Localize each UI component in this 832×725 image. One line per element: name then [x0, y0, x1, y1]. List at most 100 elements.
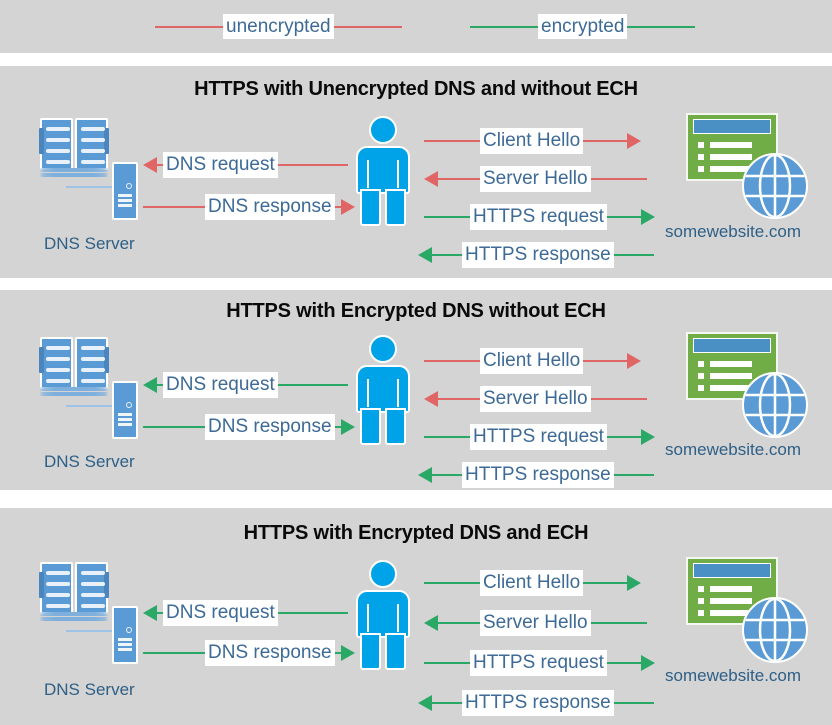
- message-label: DNS response: [205, 194, 335, 220]
- server-tower-icon: [112, 162, 138, 220]
- message-dns-response: DNS response: [143, 414, 355, 440]
- dns-server-label: DNS Server: [44, 234, 135, 253]
- server-cable: [66, 405, 114, 407]
- message-https-response: HTTPS response: [418, 242, 654, 268]
- connector-line: [438, 622, 480, 624]
- arrowhead-left-icon: [418, 695, 432, 711]
- arrowhead-left-icon: [418, 467, 432, 483]
- user-person-icon: [352, 335, 414, 445]
- message-label: DNS request: [163, 600, 278, 626]
- message-label: Client Hello: [480, 128, 584, 154]
- message-label: Server Hello: [480, 386, 591, 412]
- book-pages: [40, 387, 108, 397]
- message-label: DNS response: [205, 414, 335, 440]
- arrowhead-left-icon: [424, 391, 438, 407]
- website-icon: [680, 330, 810, 445]
- message-client-hello: Client Hello: [424, 570, 642, 596]
- server-cable: [66, 186, 114, 188]
- legend-label-encrypted: encrypted: [538, 14, 628, 39]
- message-label: HTTPS request: [470, 204, 607, 230]
- connector-line: [157, 164, 163, 166]
- message-label: HTTPS request: [470, 424, 607, 450]
- person-leg-right: [385, 189, 406, 226]
- connector-line: [606, 436, 641, 438]
- message-server-hello: Server Hello: [424, 386, 647, 412]
- panel-title: HTTPS with Encrypted DNS and ECH: [243, 522, 589, 544]
- message-label: DNS request: [163, 152, 278, 178]
- dns-server-label: DNS Server: [44, 452, 135, 471]
- connector-line: [157, 384, 163, 386]
- message-label: HTTPS request: [470, 650, 607, 676]
- connector-line: [583, 140, 628, 142]
- arrowhead-right-icon: [340, 419, 355, 435]
- person-leg-right: [385, 408, 406, 445]
- book-page-right: [75, 562, 109, 614]
- connector-line: [424, 216, 470, 218]
- legend-line-right-encrypted: [627, 25, 696, 28]
- book-pages: [40, 612, 108, 622]
- connector-line: [432, 254, 462, 256]
- browser-title-bar: [693, 119, 771, 134]
- connector-line: [613, 474, 654, 476]
- arrowhead-left-icon: [143, 377, 157, 393]
- legend-label-unencrypted: unencrypted: [223, 14, 334, 39]
- arrowhead-right-icon: [340, 199, 355, 215]
- connector-line: [613, 702, 654, 704]
- connector-line: [334, 652, 341, 654]
- connector-line: [143, 206, 205, 208]
- person-body: [356, 365, 410, 413]
- connector-line: [590, 622, 647, 624]
- arrowhead-right-icon: [627, 133, 642, 149]
- connector-line: [438, 178, 480, 180]
- person-head: [369, 560, 397, 588]
- message-label: Client Hello: [480, 348, 584, 374]
- connector-line: [334, 426, 341, 428]
- connector-line: [277, 384, 348, 386]
- dns-server-icon: [30, 335, 150, 445]
- message-dns-request: DNS request: [143, 600, 348, 626]
- message-client-hello: Client Hello: [424, 128, 642, 154]
- message-dns-response: DNS response: [143, 640, 355, 666]
- server-tower-icon: [112, 381, 138, 439]
- arrowhead-right-icon: [640, 429, 655, 445]
- connector-line: [613, 254, 654, 256]
- connector-line: [157, 612, 163, 614]
- message-label: HTTPS response: [462, 690, 614, 716]
- message-https-request: HTTPS request: [424, 424, 655, 450]
- message-https-request: HTTPS request: [424, 650, 655, 676]
- website-label: somewebsite.com: [665, 222, 802, 241]
- book-page-left: [39, 118, 73, 170]
- message-client-hello: Client Hello: [424, 348, 642, 374]
- book-icon: [39, 337, 112, 397]
- person-leg-right: [385, 633, 406, 670]
- connector-line: [583, 582, 628, 584]
- person-body: [356, 146, 410, 194]
- book-page-left: [39, 562, 73, 614]
- book-pages: [40, 168, 108, 178]
- server-tower-icon: [112, 606, 138, 664]
- message-https-response: HTTPS response: [418, 690, 654, 716]
- server-cable: [66, 630, 114, 632]
- dns-server-icon: [30, 116, 150, 226]
- browser-title-bar: [693, 563, 771, 578]
- person-head: [369, 335, 397, 363]
- connector-line: [606, 216, 641, 218]
- connector-line: [432, 474, 462, 476]
- message-server-hello: Server Hello: [424, 610, 647, 636]
- book-page-left: [39, 337, 73, 389]
- arrowhead-left-icon: [424, 171, 438, 187]
- connector-line: [432, 702, 462, 704]
- message-label: HTTPS response: [462, 462, 614, 488]
- message-label: Server Hello: [480, 610, 591, 636]
- message-dns-request: DNS request: [143, 372, 348, 398]
- arrowhead-right-icon: [340, 645, 355, 661]
- person-head: [369, 116, 397, 144]
- arrowhead-right-icon: [640, 209, 655, 225]
- arrowhead-right-icon: [627, 353, 642, 369]
- website-label: somewebsite.com: [665, 440, 802, 459]
- arrowhead-left-icon: [143, 157, 157, 173]
- connector-line: [424, 360, 480, 362]
- book-page-right: [75, 337, 109, 389]
